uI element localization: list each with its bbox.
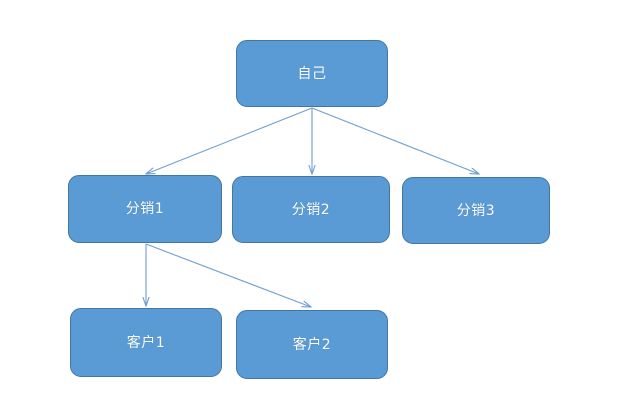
node-self[interactable]: 自己 <box>236 40 388 107</box>
connector-self-to-reseller-3 <box>311 107 479 174</box>
connector-reseller-1-to-customer-2 <box>145 243 311 307</box>
node-label: 客户1 <box>126 334 166 351</box>
node-customer-2[interactable]: 客户2 <box>236 310 388 379</box>
node-label: 分销2 <box>291 201 331 218</box>
node-reseller-1[interactable]: 分销1 <box>68 175 222 243</box>
connector-self-to-reseller-1 <box>146 107 313 174</box>
node-customer-1[interactable]: 客户1 <box>70 308 222 377</box>
node-label: 客户2 <box>292 336 332 353</box>
node-reseller-3[interactable]: 分销3 <box>402 177 550 244</box>
node-label: 自己 <box>297 65 327 82</box>
node-label: 分销3 <box>456 202 496 219</box>
node-label: 分销1 <box>125 201 165 217</box>
node-reseller-2[interactable]: 分销2 <box>232 176 390 243</box>
